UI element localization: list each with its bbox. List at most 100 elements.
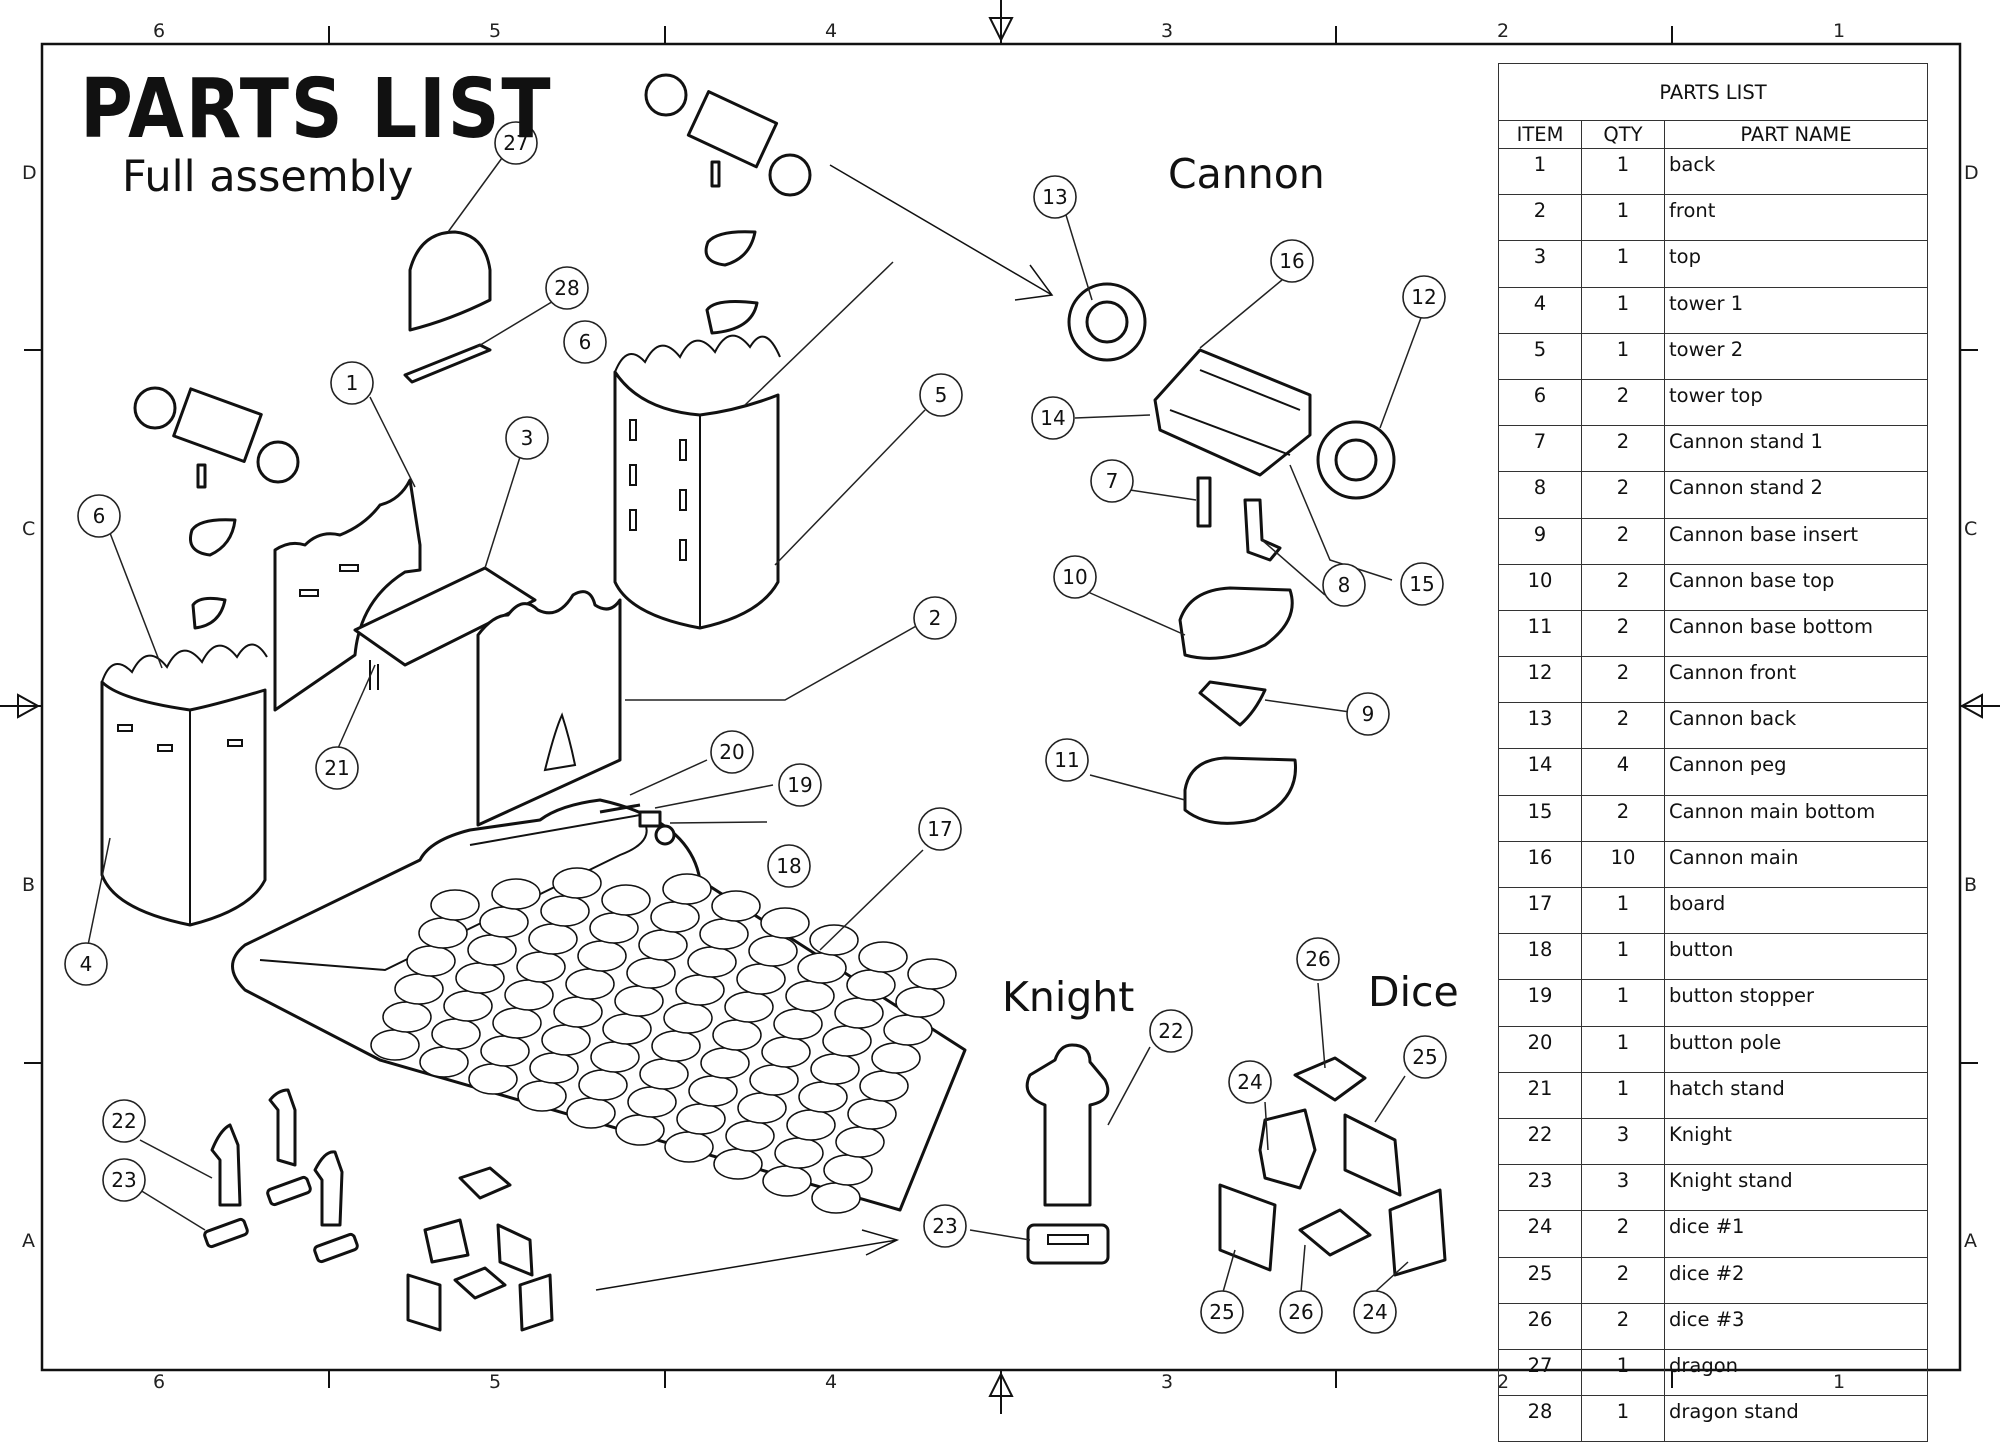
item-cell: 10	[1498, 563, 1582, 611]
callout-balloon: 21	[315, 746, 359, 790]
qty-cell: 1	[1581, 332, 1665, 380]
part-name-cell: Knight stand	[1664, 1164, 1928, 1212]
item-cell: 1	[1498, 147, 1582, 196]
callout-number: 19	[787, 773, 812, 797]
board-tile	[810, 1053, 860, 1085]
board-tile	[615, 1114, 665, 1146]
callout-number: 5	[935, 383, 948, 407]
callout-balloon: 24	[1228, 1060, 1272, 1104]
callout-balloon: 25	[1403, 1035, 1447, 1079]
col-label: 5	[489, 20, 502, 42]
board-tile	[737, 1092, 787, 1124]
table-title: PARTS LIST	[1498, 63, 1928, 121]
board-tile	[725, 1120, 775, 1152]
item-cell: 26	[1498, 1302, 1582, 1350]
board-tile	[480, 1035, 530, 1067]
callout-number: 24	[1237, 1070, 1262, 1094]
board-tile	[638, 929, 688, 961]
board-tile	[443, 990, 493, 1022]
item-cell: 17	[1498, 886, 1582, 935]
callout-number: 20	[719, 740, 744, 764]
board-tile	[468, 1063, 518, 1095]
part-name-cell: tower top	[1664, 378, 1928, 427]
qty-cell: 1	[1581, 240, 1665, 288]
callout-balloon: 14	[1031, 396, 1075, 440]
board-tile	[504, 979, 554, 1011]
item-cell: 16	[1498, 840, 1582, 889]
board-tile	[529, 1052, 579, 1084]
callout-balloon: 22	[1149, 1009, 1193, 1053]
board-tile	[370, 1029, 420, 1061]
item-cell: 20	[1498, 1025, 1582, 1073]
callout-number: 24	[1362, 1300, 1387, 1324]
callout-balloon: 17	[918, 807, 962, 851]
part-name-cell: dice #2	[1664, 1256, 1928, 1304]
board-tile	[651, 1030, 701, 1062]
callout-number: 11	[1054, 748, 1079, 772]
board-tile	[639, 1058, 689, 1090]
col-label: 5	[489, 1371, 502, 1393]
callout-number: 18	[776, 854, 801, 878]
qty-cell: 2	[1581, 517, 1665, 565]
callout-number: 26	[1305, 947, 1330, 971]
callout-balloon: 4	[64, 942, 108, 986]
callout-balloon: 5	[919, 373, 963, 417]
row-label: C	[1964, 518, 1978, 540]
board-tile	[798, 1081, 848, 1113]
board-tile	[823, 1154, 873, 1186]
callout-balloon: 26	[1296, 937, 1340, 981]
board-tile	[712, 1019, 762, 1051]
callout-number: 22	[111, 1109, 136, 1133]
board-tile	[883, 1014, 933, 1046]
callout-balloon: 28	[545, 266, 589, 310]
item-cell: 12	[1498, 656, 1582, 704]
board-tile	[577, 940, 627, 972]
board-tile	[895, 986, 945, 1018]
board-tile	[602, 1013, 652, 1045]
callout-number: 7	[1106, 469, 1119, 493]
cannon-large-drawing	[1067, 282, 1396, 825]
callout-balloon: 23	[102, 1158, 146, 1202]
qty-cell: 1	[1581, 979, 1665, 1027]
board-tile	[811, 1182, 861, 1214]
callout-balloon: 26	[1279, 1290, 1323, 1334]
board-tile	[676, 1103, 726, 1135]
board-tile	[774, 1137, 824, 1169]
callout-number: 1	[346, 371, 359, 395]
qty-cell: 1	[1581, 286, 1665, 334]
part-name-cell: Cannon front	[1664, 656, 1928, 704]
callout-balloon: 24	[1353, 1290, 1397, 1334]
board-tile	[711, 890, 761, 922]
part-name-cell: Cannon stand 2	[1664, 471, 1928, 519]
callout-number: 25	[1412, 1045, 1437, 1069]
column-header-item: ITEM	[1498, 120, 1582, 149]
board-tile	[663, 1002, 713, 1034]
board-tile	[455, 962, 505, 994]
col-label: 3	[1161, 20, 1174, 42]
item-cell: 8	[1498, 471, 1582, 519]
board-tile	[724, 991, 774, 1023]
qty-cell: 2	[1581, 1210, 1665, 1258]
callout-number: 3	[521, 426, 534, 450]
qty-cell: 1	[1581, 147, 1665, 196]
callout-balloon: 15	[1400, 562, 1444, 606]
board-tile	[418, 917, 468, 949]
board-tile	[626, 957, 676, 989]
board-tile	[540, 895, 590, 927]
callout-number: 28	[554, 276, 579, 300]
callout-balloon: 3	[505, 416, 549, 460]
part-name-cell: Cannon base top	[1664, 563, 1928, 611]
dice-section-title: Dice	[1368, 968, 1459, 1016]
page-subtitle: Full assembly	[122, 152, 414, 202]
board-tile	[907, 958, 957, 990]
part-name-cell: back	[1664, 147, 1928, 196]
